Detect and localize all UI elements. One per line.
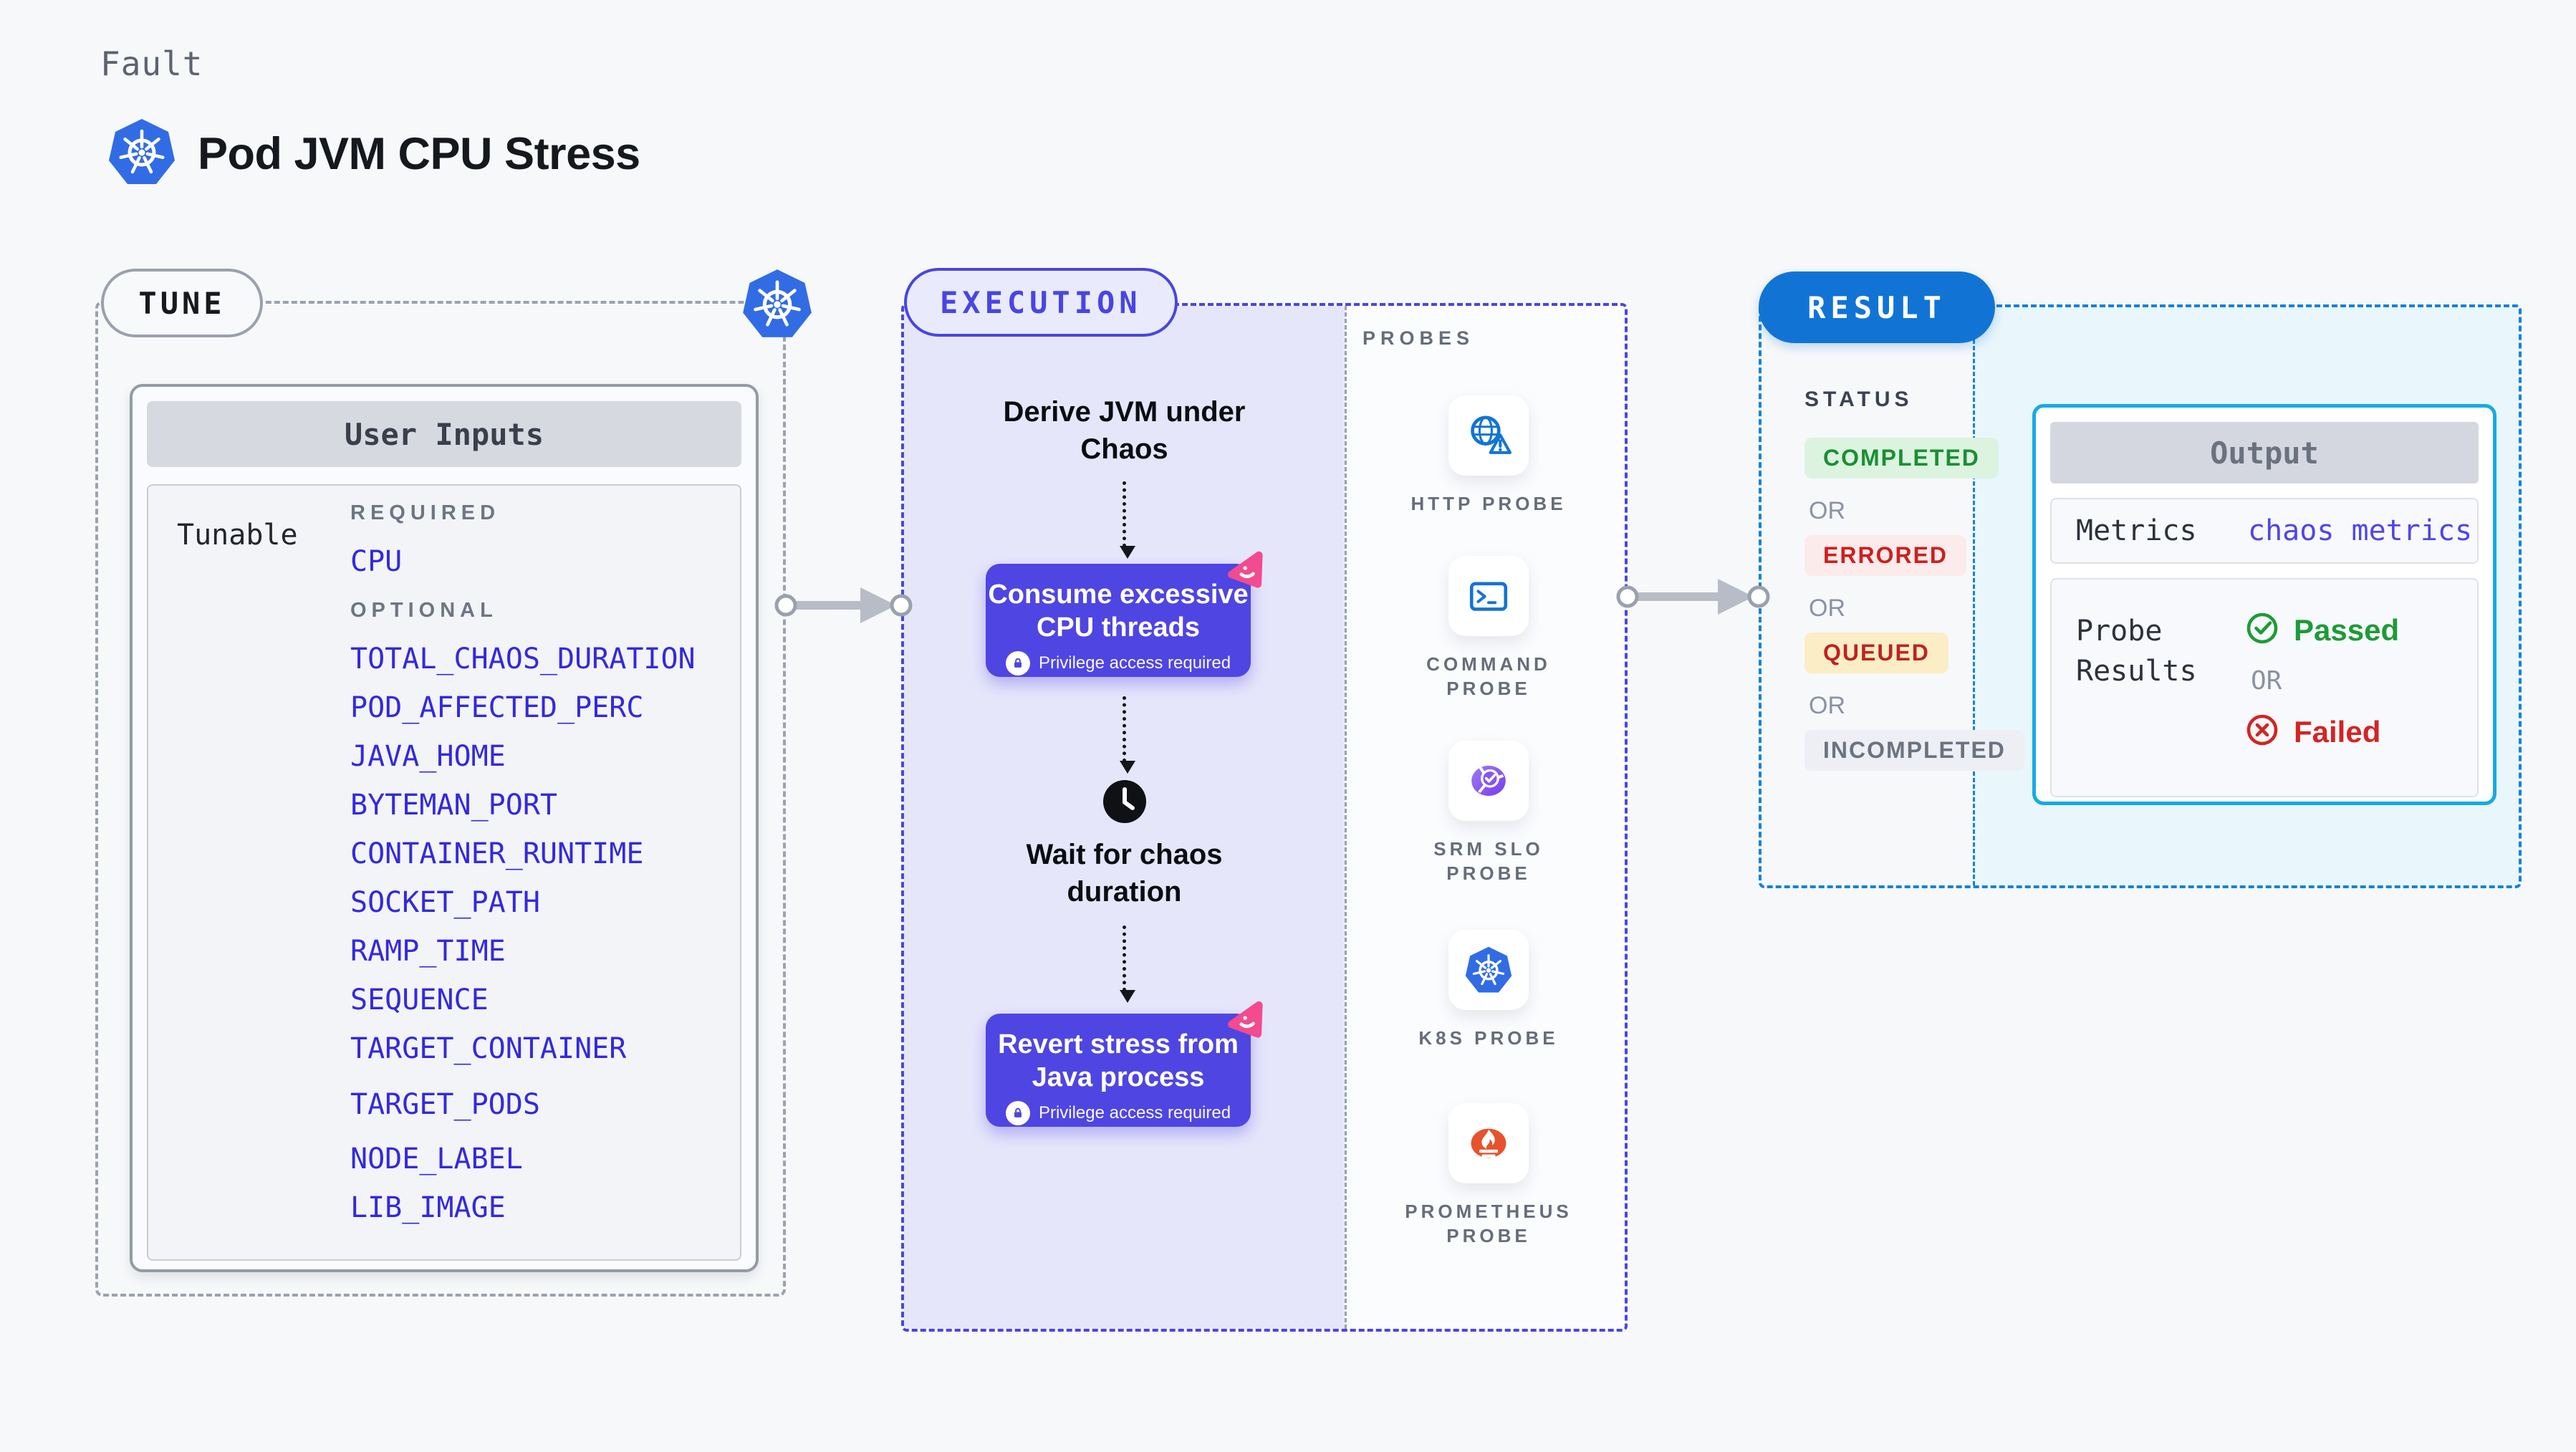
flow-arrow bbox=[1616, 579, 1770, 615]
tunable-link[interactable]: RAMP_TIME bbox=[350, 935, 506, 968]
tunable-row-label: Tunable bbox=[177, 519, 298, 552]
probes-panel: PROBES HTTP PROBE bbox=[1345, 306, 1625, 1329]
revert-stress-card: Revert stress from Java process Privileg… bbox=[986, 1001, 1263, 1127]
status-column: STATUS COMPLETED OR ERRORED OR QUEUED OR… bbox=[1804, 388, 2024, 771]
status-label: STATUS bbox=[1804, 388, 1913, 411]
output-title: Output bbox=[2050, 422, 2479, 484]
kubernetes-icon bbox=[740, 265, 814, 346]
clock-icon bbox=[1102, 779, 1148, 828]
fault-eyebrow: Fault bbox=[100, 44, 203, 83]
or-label: OR bbox=[1809, 692, 1845, 719]
tunable-link[interactable]: CONTAINER_RUNTIME bbox=[350, 837, 644, 870]
privilege-chip-label: Privilege access required bbox=[1038, 653, 1231, 673]
revert-stress-label: Revert stress from Java process bbox=[998, 1029, 1239, 1092]
probe-item-prometheus: PROMETHEUS PROBE bbox=[1392, 1103, 1585, 1248]
tune-badge: TUNE bbox=[101, 269, 263, 337]
probe-item-http: HTTP PROBE bbox=[1392, 395, 1585, 516]
tunables-column: REQUIRED CPU OPTIONAL TOTAL_CHAOS_DURATI… bbox=[350, 499, 696, 1242]
probe-item-command: COMMAND PROBE bbox=[1392, 556, 1585, 701]
litmus-pink-icon bbox=[1219, 994, 1269, 1044]
privilege-chip: Privilege access required bbox=[986, 651, 1251, 675]
tunable-link[interactable]: CPU bbox=[350, 545, 403, 578]
result-body: Output Metrics chaos metrics Probe Resul… bbox=[1762, 307, 2519, 885]
tunable-link[interactable]: JAVA_HOME bbox=[350, 740, 506, 773]
passed-label: Passed bbox=[2294, 612, 2400, 647]
step-derive-label: Derive JVM under Chaos bbox=[1003, 396, 1246, 465]
user-inputs-card: User Inputs Tunable REQUIRED CPU OPTIONA… bbox=[130, 384, 759, 1272]
probe-results-values: Passed OR Failed bbox=[2245, 611, 2399, 796]
passed-line: Passed bbox=[2245, 611, 2399, 649]
probe-results-row: Probe Results Passed bbox=[2050, 578, 2479, 797]
result-badge: RESULT bbox=[1759, 271, 1995, 343]
tunable-link[interactable]: TARGET_CONTAINER bbox=[350, 1032, 627, 1065]
tunable-link[interactable]: BYTEMAN_PORT bbox=[350, 789, 557, 822]
flow-arrow bbox=[774, 587, 913, 623]
probe-name: COMMAND PROBE bbox=[1426, 653, 1551, 699]
check-circle-icon bbox=[2245, 611, 2279, 649]
metrics-value-link[interactable]: chaos metrics bbox=[2248, 514, 2473, 547]
consume-cpu-label: Consume excessive CPU threads bbox=[988, 580, 1249, 643]
probes-list: HTTP PROBE COMMAND PROBE bbox=[1347, 395, 1625, 1248]
tunable-link[interactable]: NODE_LABEL bbox=[350, 1143, 523, 1175]
dotted-connector bbox=[1120, 696, 1135, 774]
probe-name: SRM SLO PROBE bbox=[1433, 838, 1544, 884]
result-section: Output Metrics chaos metrics Probe Resul… bbox=[1759, 271, 2522, 888]
lock-icon bbox=[1005, 1101, 1030, 1125]
execution-section: Derive JVM under Chaos Consume excessive… bbox=[901, 303, 1628, 1332]
status-badge-incompleted: INCOMPLETED bbox=[1804, 730, 2024, 771]
user-inputs-title: User Inputs bbox=[147, 401, 741, 467]
lock-icon bbox=[1005, 651, 1030, 675]
probe-item-k8s: K8S PROBE bbox=[1392, 930, 1585, 1050]
execution-badge: EXECUTION bbox=[904, 268, 1178, 337]
page-title-row: Pod JVM CPU Stress bbox=[106, 115, 640, 193]
probe-name: HTTP PROBE bbox=[1410, 493, 1567, 514]
step-wait-label: Wait for chaos duration bbox=[1026, 839, 1223, 908]
execution-flow-panel: Derive JVM under Chaos Consume excessive… bbox=[904, 306, 1345, 1329]
required-group-label: REQUIRED bbox=[350, 501, 501, 524]
or-label: OR bbox=[2251, 666, 2282, 696]
litmus-pink-icon bbox=[1219, 544, 1269, 594]
probe-name: K8S PROBE bbox=[1418, 1027, 1559, 1049]
dotted-connector bbox=[1120, 925, 1135, 1003]
user-inputs-table: Tunable REQUIRED CPU OPTIONAL TOTAL_CHAO… bbox=[147, 484, 741, 1261]
tunable-link[interactable]: TARGET_PODS bbox=[350, 1088, 540, 1121]
slo-check-icon bbox=[1448, 741, 1529, 821]
terminal-icon bbox=[1448, 556, 1529, 636]
tunable-link[interactable]: SOCKET_PATH bbox=[350, 886, 540, 919]
privilege-chip: Privilege access required bbox=[986, 1101, 1251, 1125]
prometheus-icon bbox=[1448, 1103, 1529, 1183]
tunable-link[interactable]: LIB_IMAGE bbox=[350, 1191, 506, 1224]
or-label: OR bbox=[1809, 497, 1845, 524]
consume-cpu-card: Consume excessive CPU threads Privilege … bbox=[986, 551, 1263, 677]
optional-group-label: OPTIONAL bbox=[350, 599, 498, 622]
probe-results-label: Probe Results bbox=[2076, 615, 2197, 688]
probe-name: PROMETHEUS PROBE bbox=[1405, 1201, 1572, 1246]
page-title: Pod JVM CPU Stress bbox=[198, 128, 640, 179]
metrics-row: Metrics chaos metrics bbox=[2050, 498, 2479, 564]
result-output-area: Output Metrics chaos metrics Probe Resul… bbox=[1973, 307, 2519, 885]
failed-label: Failed bbox=[2294, 714, 2381, 749]
or-label: OR bbox=[1809, 595, 1845, 622]
kubernetes-icon bbox=[106, 115, 178, 193]
tunable-link[interactable]: TOTAL_CHAOS_DURATION bbox=[350, 643, 696, 675]
status-badge-completed: COMPLETED bbox=[1804, 438, 1999, 479]
tunable-link[interactable]: SEQUENCE bbox=[350, 984, 489, 1016]
dotted-connector bbox=[1120, 481, 1135, 559]
privilege-chip-label: Privilege access required bbox=[1038, 1103, 1231, 1122]
metrics-label: Metrics bbox=[2076, 514, 2197, 547]
kubernetes-icon bbox=[1448, 930, 1529, 1010]
tunable-link[interactable]: POD_AFFECTED_PERC bbox=[350, 691, 644, 724]
tune-section: TUNE User Inputs Tunable REQUIRED bbox=[95, 269, 812, 1297]
failed-line: Failed bbox=[2245, 713, 2399, 751]
status-badge-errored: ERRORED bbox=[1804, 535, 1967, 576]
probes-label: PROBES bbox=[1363, 327, 1475, 349]
status-badge-queued: QUEUED bbox=[1804, 633, 1948, 673]
output-card: Output Metrics chaos metrics Probe Resul… bbox=[2032, 404, 2496, 805]
probe-item-srm-slo: SRM SLO PROBE bbox=[1392, 741, 1585, 885]
x-circle-icon bbox=[2245, 713, 2279, 751]
globe-alert-icon bbox=[1448, 395, 1529, 476]
